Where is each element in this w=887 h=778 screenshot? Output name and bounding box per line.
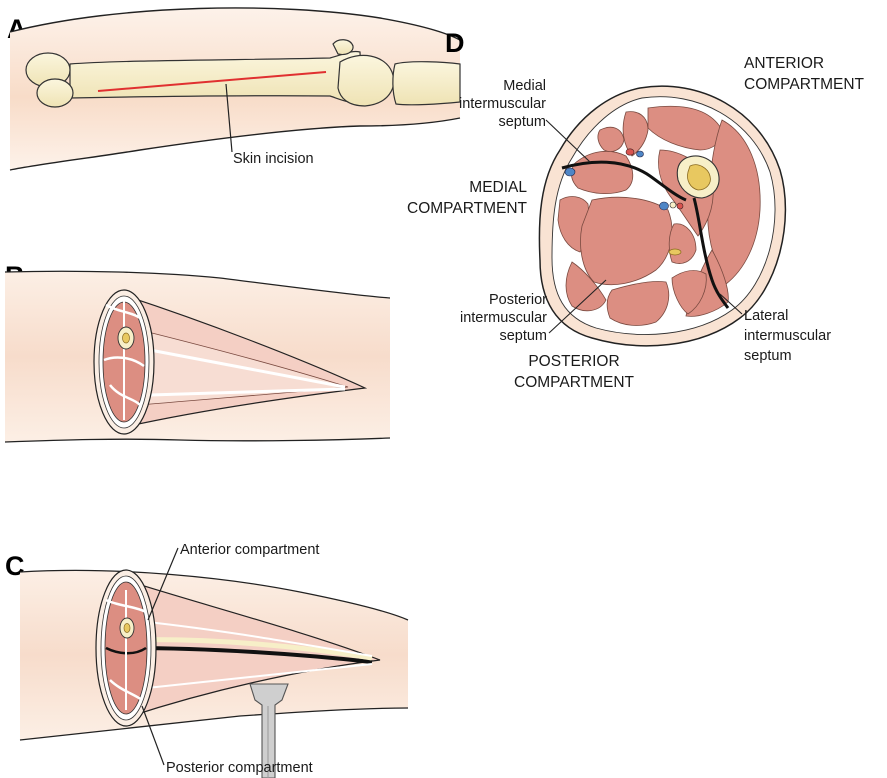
panel-b-cross-section <box>94 290 154 434</box>
panel-d-letter: D <box>445 28 465 58</box>
medial-compartment-line-1: MEDIAL <box>469 179 527 196</box>
posterior-compartment-label-c: Posterior compartment <box>166 760 313 776</box>
anterior-compartment-line-1: ANTERIOR <box>744 55 824 72</box>
skin-incision-label: Skin incision <box>233 151 314 167</box>
panel-a: A Skin incision <box>7 8 460 170</box>
panel-b: B <box>5 261 390 442</box>
posterior-septum-line-2: intermuscular <box>460 310 547 326</box>
posterior-septum-label: Posterior intermuscular septum <box>460 292 547 344</box>
posterior-septum-line-3: septum <box>499 328 547 344</box>
posterior-compartment-label-d: POSTERIOR COMPARTMENT <box>514 353 635 391</box>
anterior-compartment-line-2: COMPARTMENT <box>744 76 865 93</box>
panel-c-cross-section <box>96 570 156 726</box>
lateral-septum-label: Lateral intermuscular septum <box>744 308 831 364</box>
lateral-septum-line-1: Lateral <box>744 308 788 324</box>
posterior-compartment-line-1: POSTERIOR <box>528 353 619 370</box>
panel-d: D <box>407 28 864 391</box>
lateral-septum-line-2: intermuscular <box>744 328 831 344</box>
medial-compartment-line-2: COMPARTMENT <box>407 200 528 217</box>
medial-septum-line-3: septum <box>498 114 546 130</box>
lateral-septum-line-3: septum <box>744 348 792 364</box>
medial-septum-line-1: Medial <box>503 78 546 94</box>
posterior-compartment-line-2: COMPARTMENT <box>514 374 635 391</box>
panel-c: C Anterior compartment Po <box>5 542 408 778</box>
medial-septum-label: Medial intermuscular septum <box>459 78 546 130</box>
anterior-compartment-label-d: ANTERIOR COMPARTMENT <box>744 55 865 93</box>
medial-septum-line-2: intermuscular <box>459 96 546 112</box>
anterior-compartment-label-c: Anterior compartment <box>180 542 319 558</box>
medial-compartment-label: MEDIAL COMPARTMENT <box>407 179 528 217</box>
posterior-septum-line-1: Posterior <box>489 292 547 308</box>
